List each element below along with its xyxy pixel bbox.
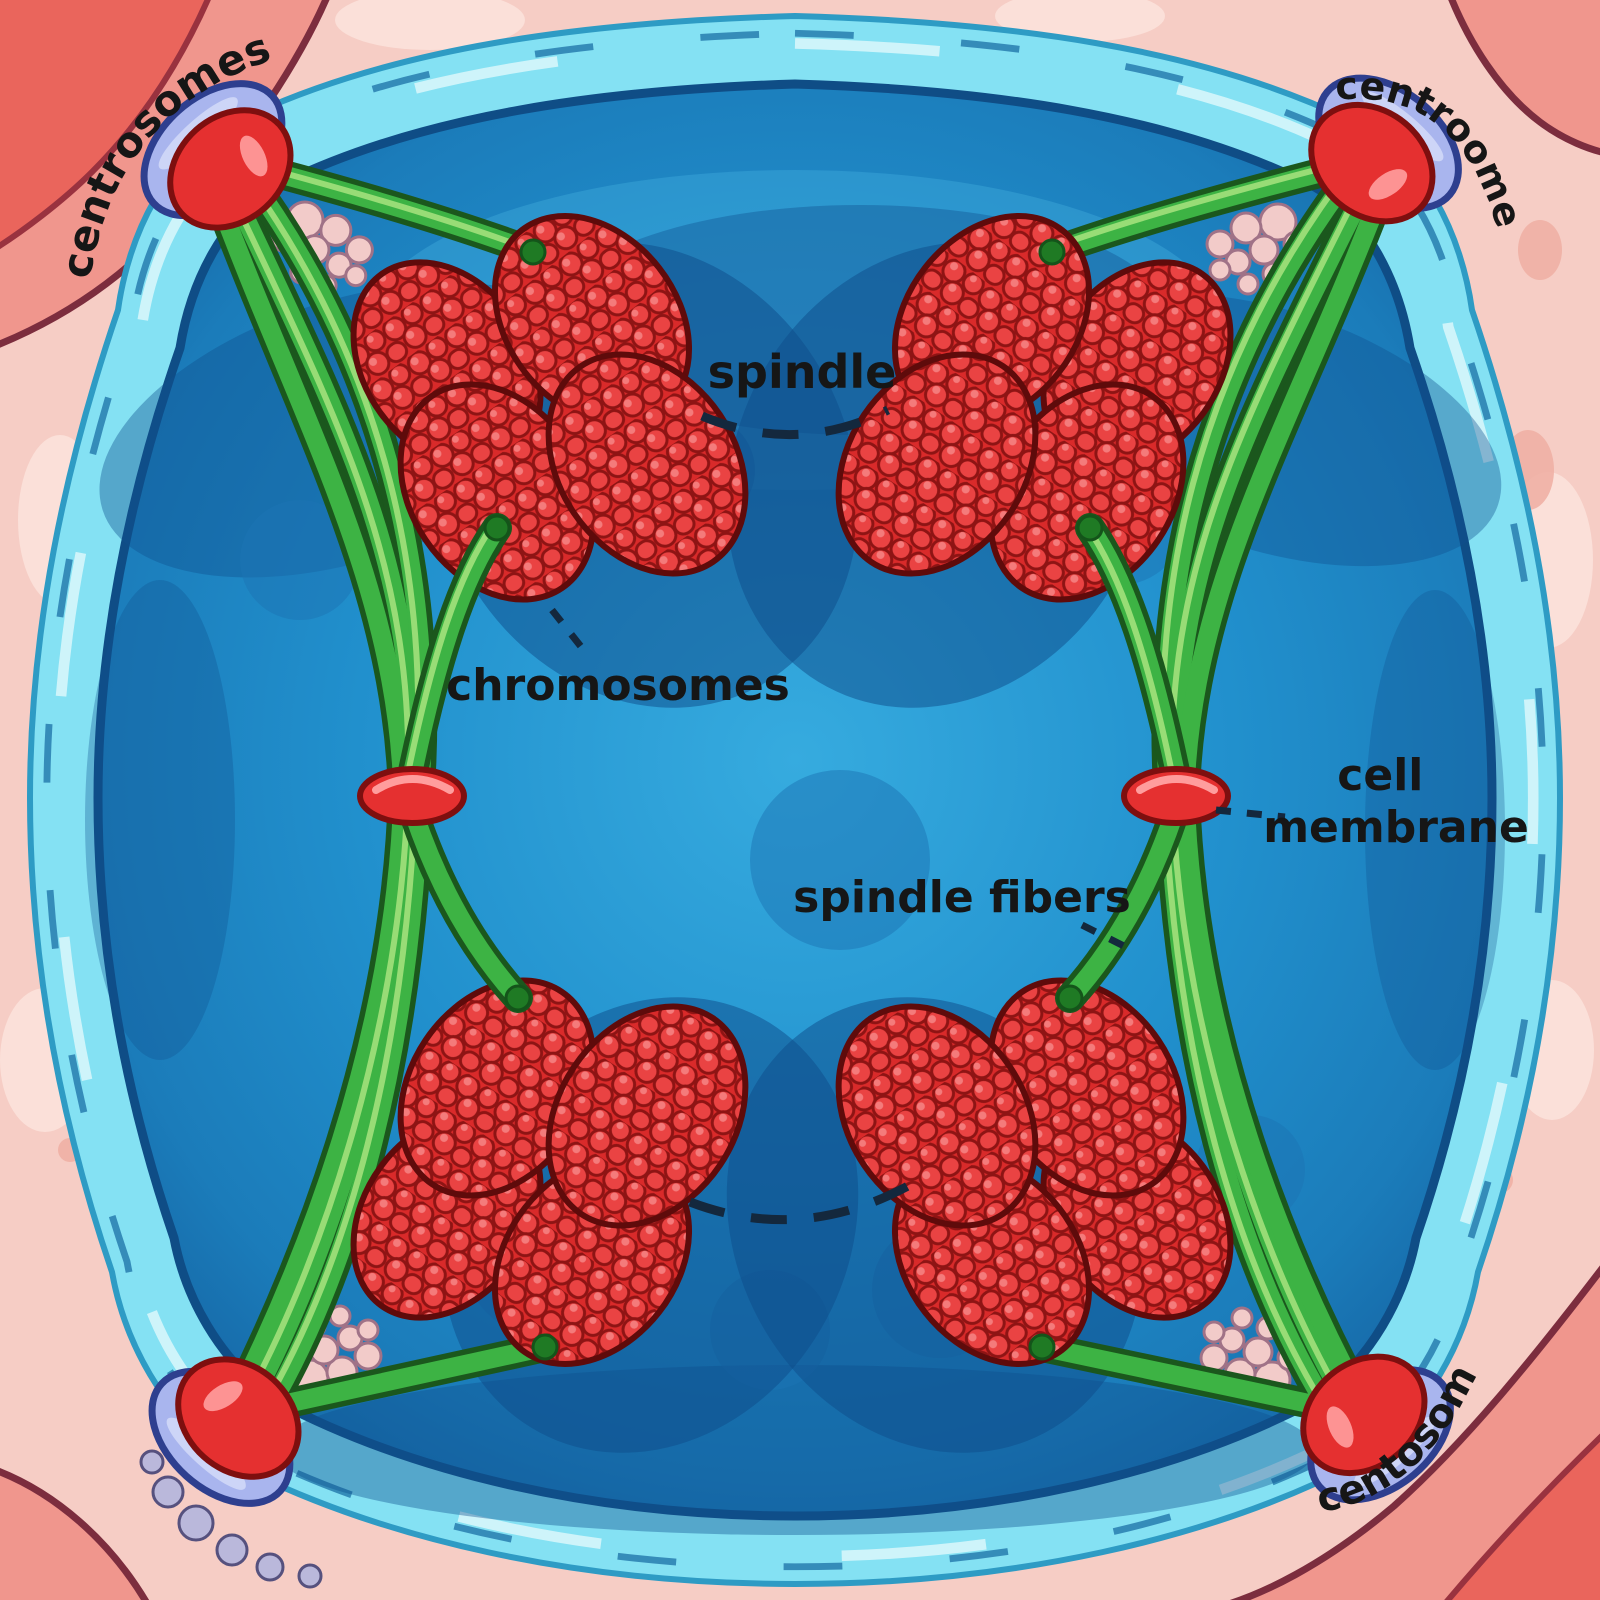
external-vesicles-bottom-left	[139, 1449, 323, 1589]
chromosome-lobe	[545, 1003, 749, 1229]
leader-lines	[549, 405, 1286, 1225]
leader-cell-membrane	[1215, 806, 1286, 821]
kinetochore-attachments	[483, 238, 1104, 1361]
leader-spindle-fibers	[1080, 921, 1130, 952]
chromosome-cluster-top-right	[835, 213, 1234, 603]
label-spindle: spindle	[708, 345, 897, 399]
leader-spindle-arc	[700, 405, 891, 440]
label-cell-membrane-line1: cell	[1337, 750, 1423, 801]
spindle-ring-right	[1121, 766, 1231, 826]
label-cell-membrane: cell membrane	[1263, 750, 1529, 853]
chromosome-lobe	[835, 1003, 1039, 1229]
chromosome-cluster-bottom-right	[835, 977, 1234, 1367]
label-cell-membrane-line2: membrane	[1263, 802, 1529, 853]
label-spindle-fibers: spindle fibers	[793, 872, 1131, 923]
spindle-fibers-front	[408, 238, 1176, 1361]
chromosomes-group	[350, 213, 1234, 1367]
chromosome-lobe	[545, 351, 749, 577]
leader-bottom-arc	[688, 1182, 911, 1225]
chromosome-lobe	[835, 351, 1039, 577]
label-chromosomes: chromosomes	[446, 660, 790, 711]
spindle-ring-left	[357, 766, 467, 826]
chromosome-cluster-top-left	[350, 213, 749, 603]
leader-chromosomes	[549, 607, 593, 661]
chromosome-cluster-bottom-left	[350, 977, 749, 1367]
